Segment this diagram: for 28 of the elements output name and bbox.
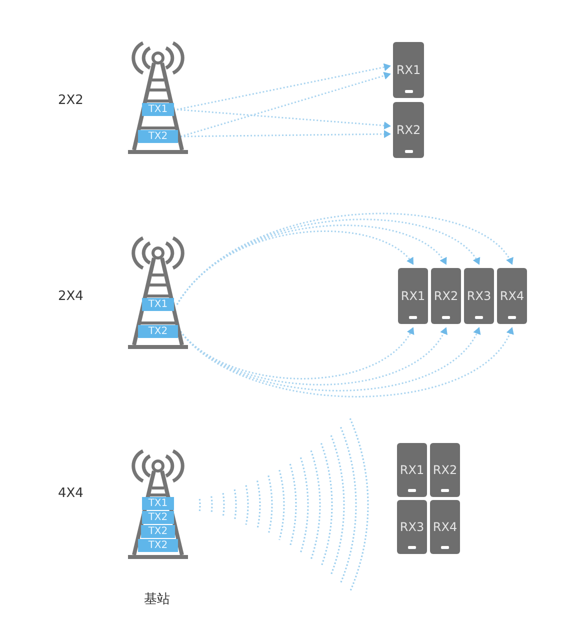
mimo-label: 2X4 <box>58 289 84 304</box>
antenna-band: TX1 <box>142 298 174 311</box>
phone-icon: RX2 <box>431 268 461 324</box>
phone-icon: RX2 <box>430 443 460 497</box>
phone-icon: RX1 <box>393 42 424 98</box>
arrow <box>180 130 391 138</box>
phone-icon: RX4 <box>430 500 460 554</box>
arrow <box>180 327 513 398</box>
phone-icon: RX3 <box>464 268 494 324</box>
arrow <box>176 108 391 130</box>
arrow <box>176 63 391 110</box>
antenna-band: TX2 <box>142 511 174 524</box>
phone-icon: RX3 <box>397 500 427 554</box>
phone-icon: RX4 <box>497 268 527 324</box>
antenna-band: TX1 <box>142 103 174 116</box>
antenna-band: TX2 <box>138 130 178 143</box>
mimo-label: 4X4 <box>58 486 84 501</box>
antenna-band: TX2 <box>141 525 175 538</box>
antenna-band: TX1 <box>142 497 174 510</box>
station-label: 基站 <box>144 591 170 608</box>
phone-icon: RX1 <box>398 268 428 324</box>
arrow <box>176 212 513 305</box>
phone-icon: RX1 <box>397 443 427 497</box>
mimo-label: 2X2 <box>58 93 84 108</box>
arrow <box>180 327 414 380</box>
phone-icon: RX2 <box>393 102 424 158</box>
antenna-band: TX2 <box>138 539 178 552</box>
antenna-band: TX2 <box>138 325 178 338</box>
